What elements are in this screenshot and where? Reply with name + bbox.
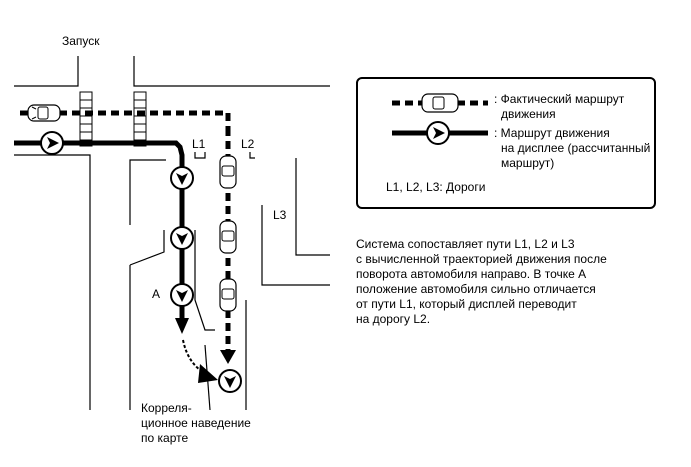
position-marker-l1-1	[170, 166, 194, 190]
description-text: Система сопоставляет пути L1, L2 и L3 с …	[356, 237, 656, 327]
legend-roads: L1, L2, L3: Дороги	[386, 180, 486, 194]
road-label-l1: L1	[192, 137, 206, 151]
correlation-line-1: Корреля-	[141, 401, 192, 415]
position-marker-start	[40, 131, 64, 155]
road-label-l2: L2	[241, 137, 255, 151]
position-marker-l2-corrected	[218, 369, 242, 393]
display-route-path	[14, 140, 185, 320]
legend-display-text-1: Маршрут движения	[500, 126, 610, 140]
car-icon-l2-2	[219, 220, 237, 254]
legend-solid-line-symbol	[392, 121, 488, 145]
description-line-6: на дорогу L2.	[356, 312, 431, 326]
car-icon-l2-3	[219, 278, 237, 312]
crosswalk-top	[79, 91, 93, 147]
point-a-label: A	[152, 287, 161, 301]
legend-actual-route: : Фактический маршрут движения	[494, 92, 624, 122]
legend-display-line-3: маршрут)	[501, 156, 555, 170]
legend-display-route: : Маршрут движения на дисплее (рассчитан…	[494, 126, 650, 171]
map-matching-arrowhead	[198, 364, 218, 383]
description-line-5: от пути L1, который дисплей переводит	[356, 297, 577, 311]
correlation-line-2: ционное наведение	[141, 416, 251, 430]
legend-actual-line-1: : Фактический маршрут	[494, 92, 625, 106]
description-line-3: поворота автомобиля направо. В точке A	[356, 267, 587, 281]
legend-display-line-1: : Маршрут движения	[494, 126, 610, 140]
description-line-1: Система сопоставляет пути L1, L2 и L3	[356, 237, 575, 251]
position-marker-l1-2	[170, 226, 194, 250]
position-marker-a	[170, 283, 194, 307]
display-route-arrowhead	[175, 318, 189, 334]
crosswalk-bottom	[133, 91, 147, 147]
legend-display-line-2: на дисплее (рассчитанный	[501, 141, 651, 155]
start-label: Запуск	[62, 34, 100, 48]
legend-dashed-line-symbol	[392, 93, 488, 113]
description-line-4: положение автомобиля сильно отличается	[356, 282, 596, 296]
correlation-line-3: по карте	[141, 431, 189, 445]
car-icon-l2-1	[219, 155, 237, 189]
car-icon-start	[27, 104, 61, 122]
legend-actual-text-1: Фактический маршрут	[500, 92, 625, 106]
actual-route-arrowhead	[220, 350, 236, 364]
correlation-label: Корреля- ционное наведение по карте	[141, 401, 251, 446]
legend-actual-line-2: движения	[501, 107, 556, 121]
legend-box	[356, 77, 656, 209]
description-line-2: с вычисленной траекторией движения после	[356, 252, 607, 266]
road-label-l3: L3	[273, 208, 287, 222]
